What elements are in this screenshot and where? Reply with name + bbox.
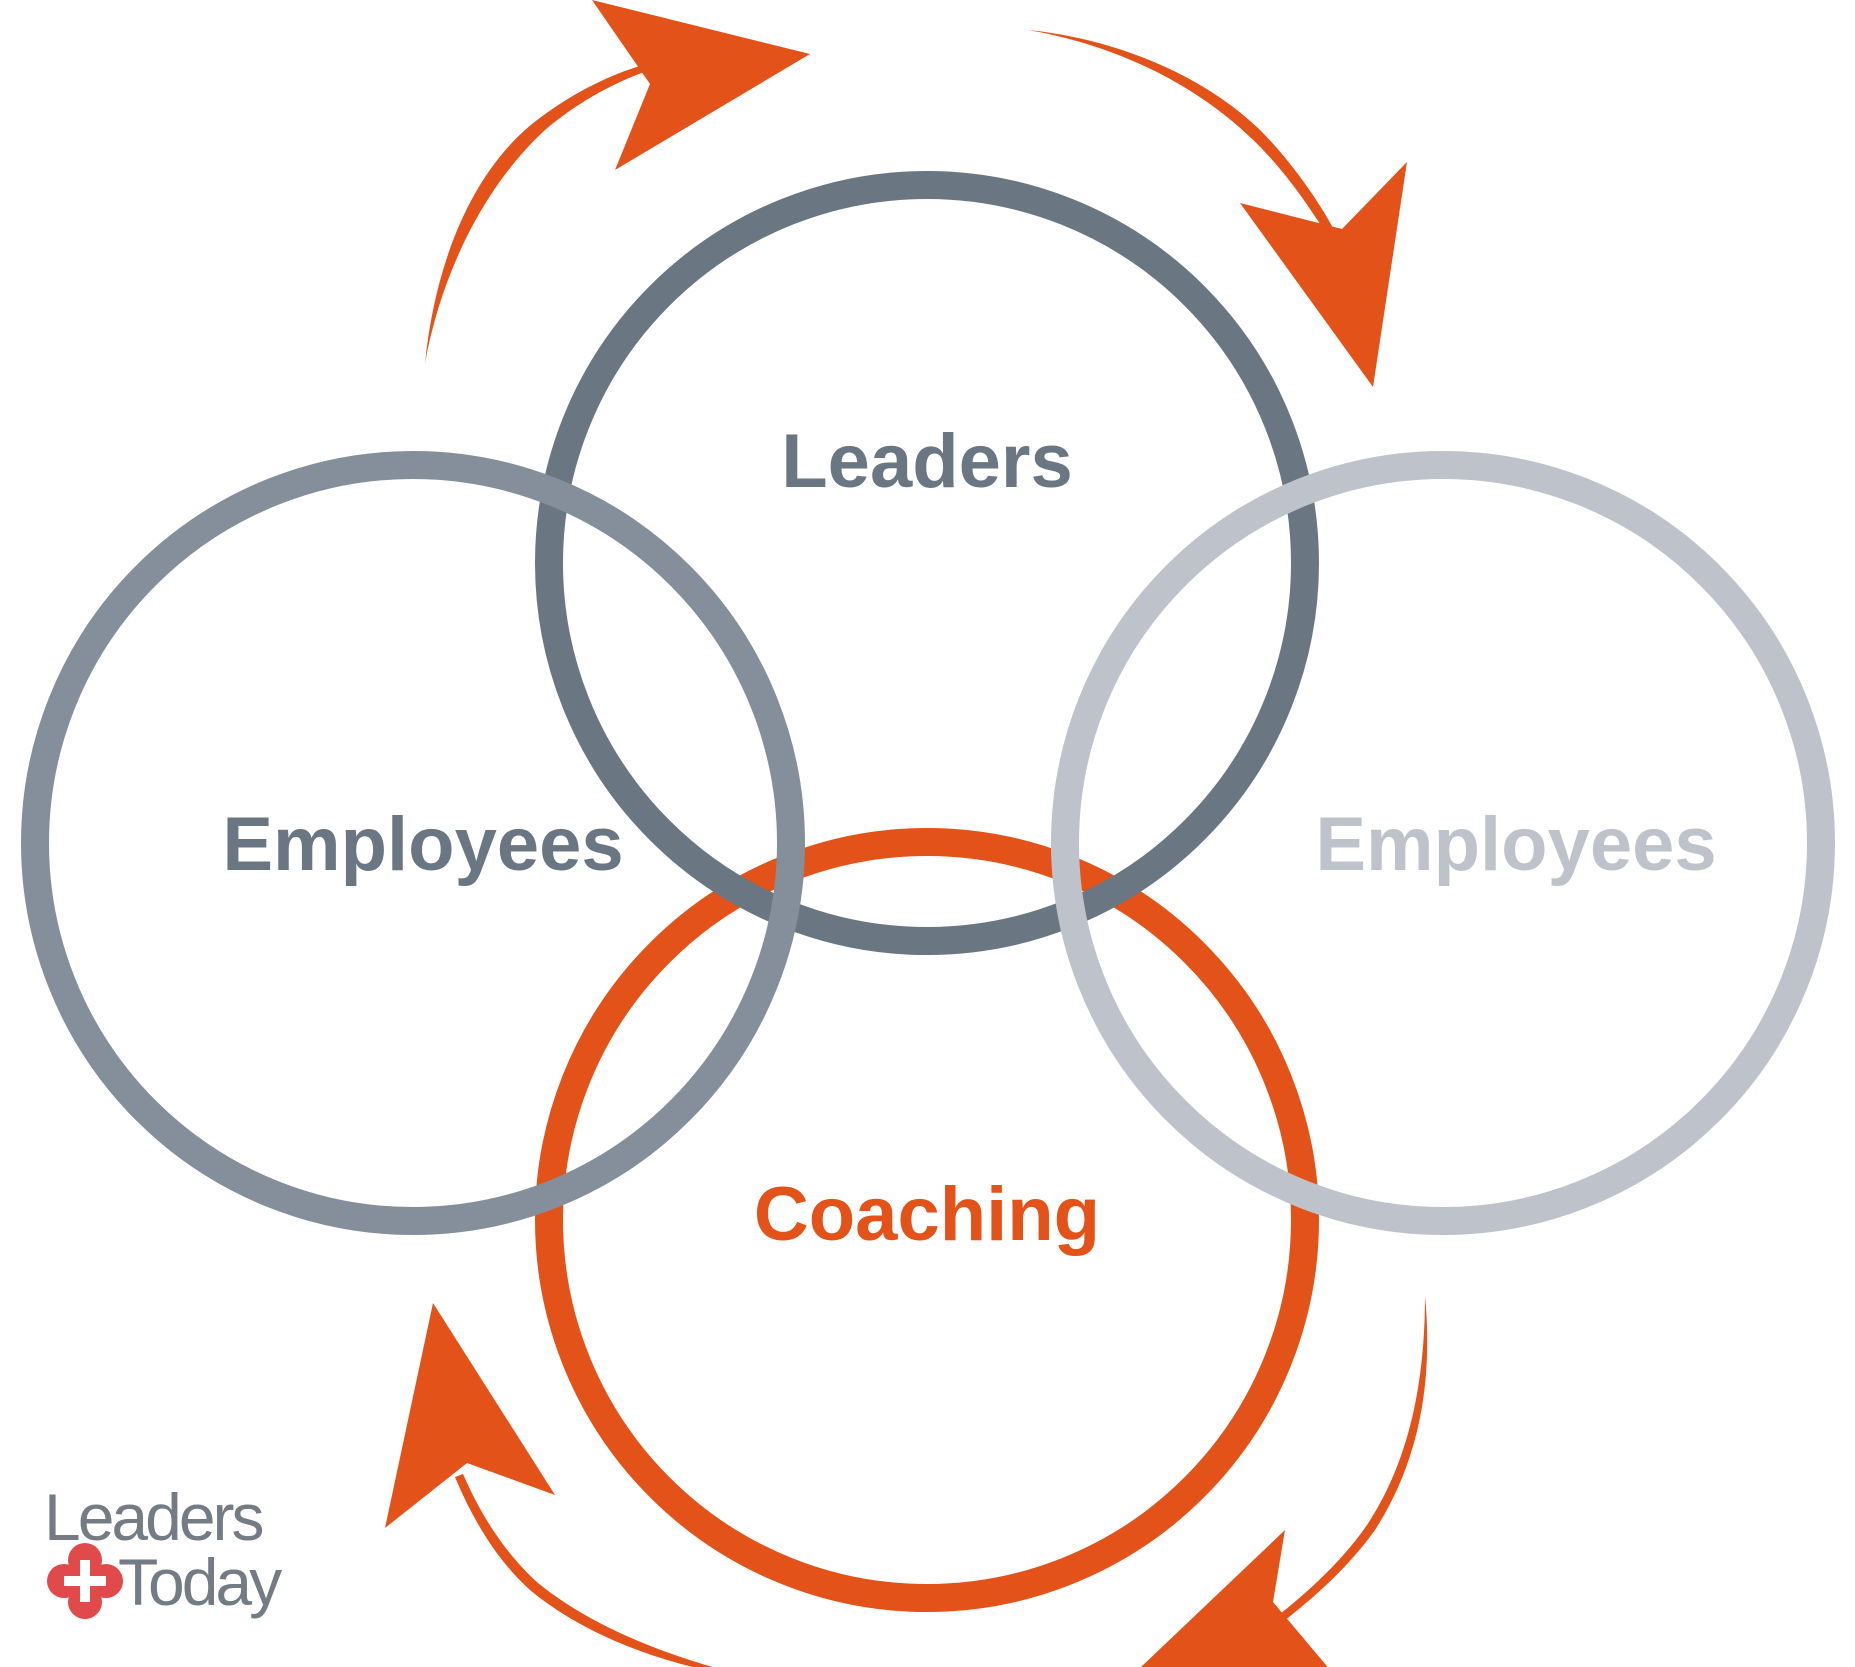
label-leaders: Leaders [781, 419, 1073, 504]
arrow-bottom-left [455, 1474, 713, 1667]
arrowhead-top-left [592, 0, 810, 170]
arrow-top-left [425, 64, 650, 363]
cycle-arrows [385, 0, 1428, 1667]
circle-employees-right [1051, 451, 1835, 1235]
leaders-today-logo: Leaders Today [44, 1480, 285, 1619]
arrowhead-top-right [1240, 162, 1407, 387]
label-coaching: Coaching [754, 1172, 1100, 1257]
arrow-bottom-right [1270, 1296, 1428, 1628]
circle-group [21, 171, 1835, 1612]
circle-employees-left [21, 451, 805, 1235]
label-employees-left: Employees [222, 802, 623, 887]
circle-leaders [535, 171, 1319, 955]
logo-line-2: Today [118, 1545, 282, 1619]
label-employees-right: Employees [1315, 802, 1716, 887]
logo-mark-icon [47, 1543, 123, 1619]
arrowhead-bottom-left [385, 1303, 555, 1528]
arrowhead-bottom-right [1141, 1530, 1328, 1667]
logo-line-1: Leaders [44, 1480, 263, 1554]
circle-coaching [535, 828, 1319, 1612]
